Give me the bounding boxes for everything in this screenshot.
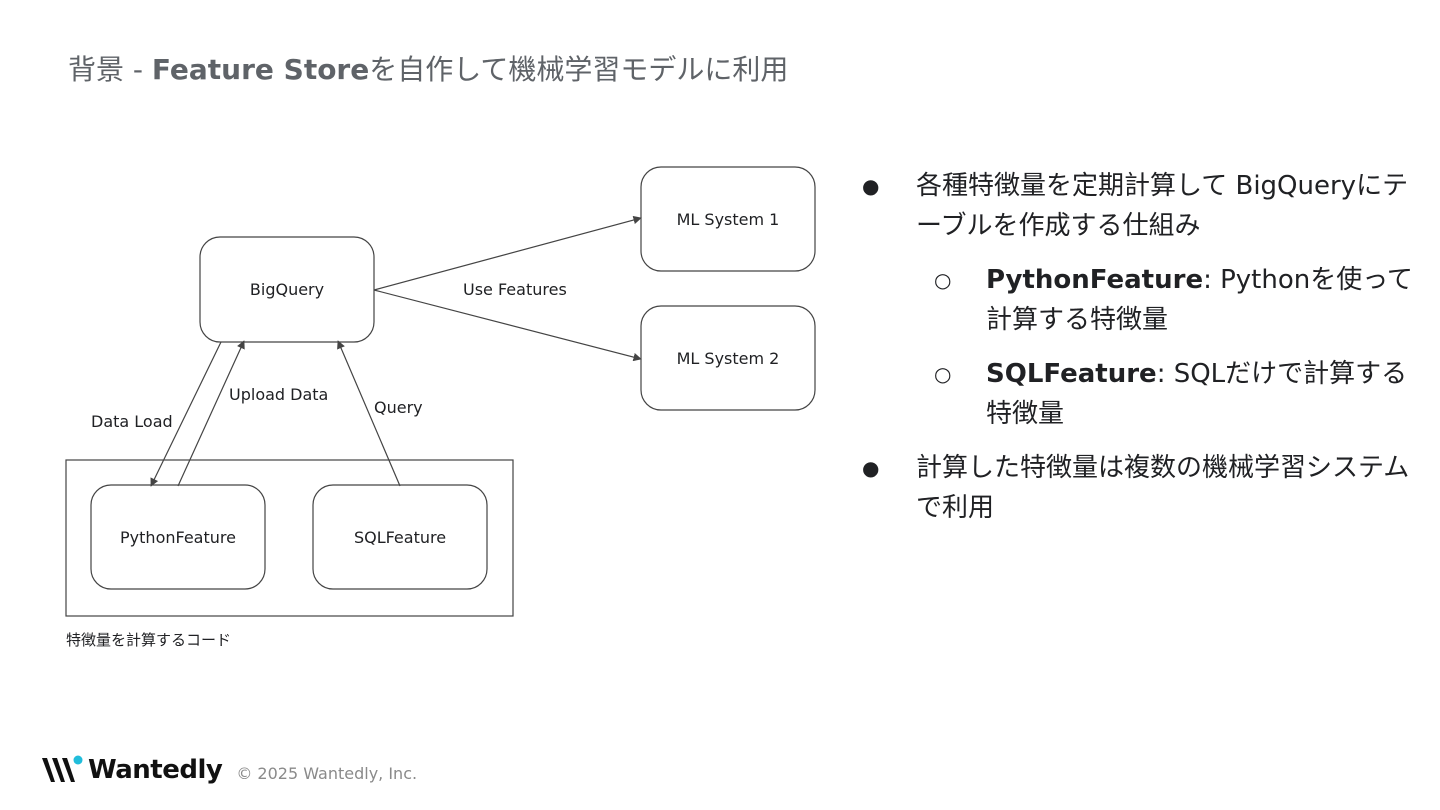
node-ml-system-1-label: ML System 1 [677, 210, 780, 229]
bullet-dot-icon: ● [862, 174, 880, 198]
edge-to-ml2 [373, 289, 642, 362]
node-bigquery-label: BigQuery [250, 280, 324, 299]
bullet-circle-icon: ○ [934, 268, 952, 292]
copyright: © 2025 Wantedly, Inc. [236, 763, 418, 783]
label-query: Query [374, 398, 423, 417]
bullet-dot-icon: ● [862, 456, 880, 480]
node-sql-feature: SQLFeature [312, 484, 488, 590]
bullet-list: ● 各種特徴量を定期計算して BigQueryにテーブルを作成する仕組み ○ P… [858, 166, 1418, 542]
sub-bullet-item: ○ PythonFeature: Pythonを使って計算する特徴量 [858, 260, 1418, 340]
slide-title: 背景 - Feature Storeを自作して機械学習モデルに利用 [68, 48, 788, 88]
node-python-feature-label: PythonFeature [120, 528, 236, 547]
title-prefix: 背景 - [68, 53, 152, 86]
edge-to-ml1 [373, 215, 642, 291]
sub-bullet-text: : Pythonを使って計算する特徴量 [986, 265, 1413, 335]
brand-name: Wantedly [88, 755, 223, 785]
bullet-circle-icon: ○ [934, 362, 952, 386]
title-suffix: を自作して機械学習モデルに利用 [369, 53, 789, 86]
label-use-features: Use Features [463, 280, 567, 299]
sub-bullet-text: : SQLだけで計算する特徴量 [986, 359, 1408, 429]
bullet-item: ● 計算した特徴量は複数の機械学習システムで利用 [858, 448, 1418, 528]
node-ml-system-2: ML System 2 [640, 305, 816, 411]
bullet-text: 各種特徴量を定期計算して BigQueryにテーブルを作成する仕組み [916, 171, 1409, 241]
title-bold: Feature Store [151, 53, 370, 86]
sub-bullet-bold: SQLFeature [986, 359, 1157, 389]
wantedly-logo-icon [42, 755, 83, 782]
sub-bullet-item: ○ SQLFeature: SQLだけで計算する特徴量 [858, 354, 1418, 434]
bullet-text: 計算した特徴量は複数の機械学習システムで利用 [916, 453, 1410, 523]
label-data-load: Data Load [91, 412, 173, 431]
node-ml-system-2-label: ML System 2 [677, 349, 780, 368]
node-python-feature: PythonFeature [90, 484, 266, 590]
architecture-diagram: 特徴量を計算するコード BigQuery ML System 1 ML Syst… [65, 166, 816, 649]
node-sql-feature-label: SQLFeature [354, 528, 446, 547]
label-upload-data: Upload Data [229, 385, 328, 404]
node-ml-system-1: ML System 1 [640, 166, 816, 272]
edge-query [337, 340, 401, 487]
footer: Wantedly © 2025 Wantedly, Inc. [40, 752, 417, 788]
group-caption: 特徴量を計算するコード [66, 631, 231, 649]
edge-upload-data [177, 340, 245, 487]
node-bigquery: BigQuery [199, 236, 375, 343]
edge-data-load [150, 341, 222, 487]
sub-bullet-bold: PythonFeature [986, 265, 1204, 295]
bullet-item: ● 各種特徴量を定期計算して BigQueryにテーブルを作成する仕組み [858, 166, 1418, 246]
